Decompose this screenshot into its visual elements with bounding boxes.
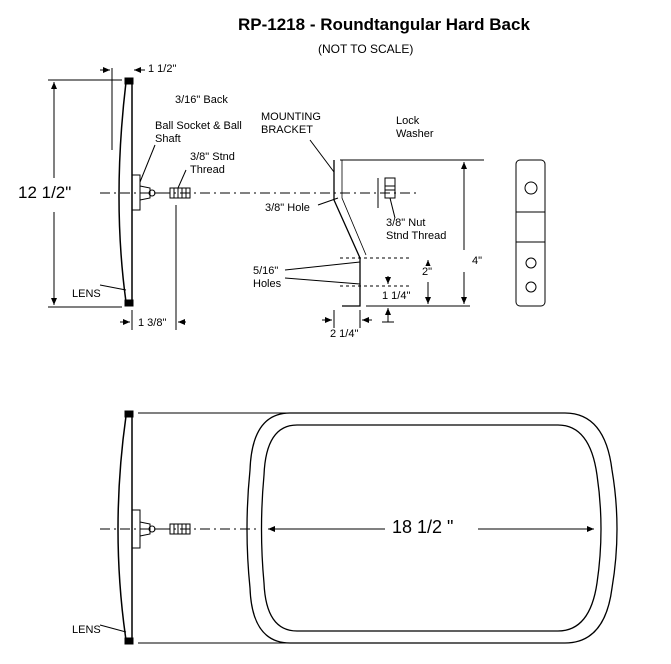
mounting-bracket: [333, 160, 410, 307]
dim-2-label: 2": [422, 266, 433, 279]
dim-2-1-4-label: 2 1/4": [330, 328, 359, 340]
holes-label-line1: 5/16": [253, 265, 279, 277]
roundtangular-lens-outline: [246, 412, 618, 644]
lens-label-top: LENS: [72, 288, 101, 300]
diagram-title: RP-1218 - Roundtangular Hard Back: [238, 15, 530, 34]
ball-socket-label-line2: Shaft: [155, 133, 181, 145]
lock-washer-line2: Washer: [396, 128, 434, 140]
hole-label: 3/8" Hole: [265, 202, 310, 214]
side-view-mirror: [118, 77, 191, 307]
ball-socket-label-line1: Ball Socket & Ball: [155, 120, 242, 132]
dim-height-label: 12 1/2": [18, 183, 72, 203]
thread-label-line1: 3/8" Stnd: [190, 151, 235, 163]
bracket-front-view: [515, 159, 546, 307]
mounting-label-line2: BRACKET: [261, 124, 313, 136]
dim-top-label: 1 1/2": [148, 63, 177, 75]
dim-1-1-4-label: 1 1/4": [382, 290, 411, 302]
nut-label-line2: Stnd Thread: [386, 230, 447, 242]
back-label: 3/16" Back: [175, 94, 228, 106]
dim-4-label: 4": [472, 255, 483, 268]
dim-bottom-label: 1 3/8": [138, 317, 167, 329]
holes-label-line2: Holes: [253, 278, 282, 290]
width-dimension-label: 18 1/2 ": [388, 517, 458, 538]
scale-note: (NOT TO SCALE): [318, 42, 414, 56]
thread-label-line2: Thread: [190, 164, 225, 176]
mounting-label-line1: MOUNTING: [261, 111, 321, 123]
lock-washer-line1: Lock: [396, 115, 420, 127]
nut-label-line1: 3/8" Nut: [386, 217, 426, 229]
bottom-view-mirror: [100, 410, 290, 645]
lens-label-bottom: LENS: [72, 624, 101, 636]
